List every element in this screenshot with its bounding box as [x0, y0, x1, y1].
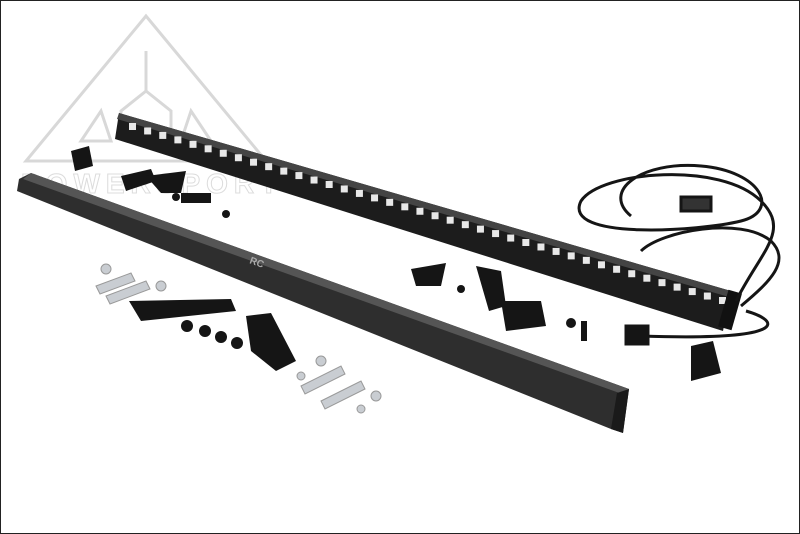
led: [582, 256, 590, 264]
led: [355, 189, 363, 197]
led: [643, 274, 651, 282]
led: [537, 243, 545, 251]
mounting-hardware: [71, 146, 721, 381]
led: [295, 172, 303, 180]
cover-logo: RC: [248, 255, 265, 270]
led: [174, 136, 182, 144]
led: [401, 203, 409, 211]
led: [250, 158, 258, 166]
led: [613, 265, 621, 273]
led: [189, 140, 197, 148]
led-light-bar: [115, 113, 742, 331]
light-bar-cover: RC: [17, 173, 629, 433]
led: [492, 230, 500, 238]
led: [719, 297, 726, 304]
led: [265, 163, 273, 171]
led: [204, 145, 212, 153]
led: [688, 288, 696, 296]
led: [567, 252, 575, 260]
led: [597, 261, 605, 269]
led: [461, 221, 469, 229]
led: [703, 292, 711, 300]
led: [522, 239, 530, 246]
led: [446, 216, 454, 224]
led: [340, 185, 348, 193]
led: [310, 176, 318, 184]
led: [658, 279, 666, 287]
led: [673, 283, 681, 291]
led: [325, 181, 333, 188]
led: [476, 225, 484, 233]
led: [552, 247, 560, 255]
wiring-harness: [577, 163, 781, 346]
led: [144, 127, 152, 135]
led: [280, 167, 288, 175]
led: [386, 198, 394, 206]
led: [219, 149, 227, 157]
led: [371, 194, 379, 202]
bolts: [95, 263, 382, 414]
led: [416, 207, 424, 215]
led: [431, 212, 439, 220]
led: [628, 270, 636, 278]
led-row: [129, 123, 726, 304]
led: [129, 123, 136, 130]
led: [507, 234, 515, 242]
watermark-logo: [22, 13, 270, 163]
led: [234, 154, 242, 162]
led: [159, 131, 167, 139]
